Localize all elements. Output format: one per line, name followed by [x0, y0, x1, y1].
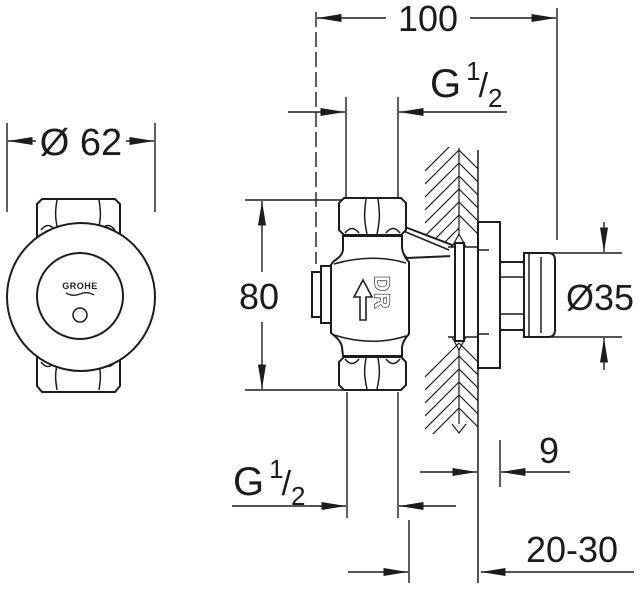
- button-pin-dot: [72, 307, 88, 323]
- wall-offset-label: 9: [539, 430, 559, 471]
- valve-side-view: DR: [311, 197, 478, 391]
- wall-hatch-lower: [425, 337, 478, 434]
- wall-section: [425, 147, 479, 583]
- spindle-bushing: [499, 261, 525, 331]
- dimension-depth-100: 100: [315, 0, 558, 264]
- dimension-mounting-depth: 20-30: [348, 520, 634, 583]
- mounting-depth-label: 20-30: [526, 529, 618, 570]
- front-view: GROHE: [6, 198, 156, 393]
- bottom-hex-nut: [338, 356, 407, 391]
- escutcheon-flange: [477, 221, 501, 369]
- knob-diameter-label: Ø35: [566, 277, 634, 318]
- wall-hatch-upper: [425, 147, 478, 247]
- button-face: [36, 252, 124, 340]
- brand-logo-underline: [65, 292, 95, 296]
- dimension-wall-offset-9: 9: [420, 430, 570, 487]
- depth-label: 100: [398, 0, 458, 39]
- push-button-assembly: [477, 221, 556, 369]
- sleeve-locknut: [454, 242, 465, 342]
- inlet-port-face: [311, 271, 322, 318]
- height-label: 80: [239, 276, 279, 317]
- dimension-knob-diameter: Ø35: [528, 222, 634, 370]
- dimension-height-80: 80: [239, 199, 346, 391]
- inlet-port-step: [320, 265, 332, 324]
- flow-direction-up-arrow-icon: [352, 278, 374, 321]
- front-diameter-label: Ø 62: [40, 122, 122, 164]
- flow-marking-label: DR: [370, 276, 393, 310]
- top-hex-nut: [338, 197, 407, 236]
- dimension-front-diameter: Ø 62: [6, 122, 156, 212]
- brand-logo: GROHE: [62, 281, 98, 291]
